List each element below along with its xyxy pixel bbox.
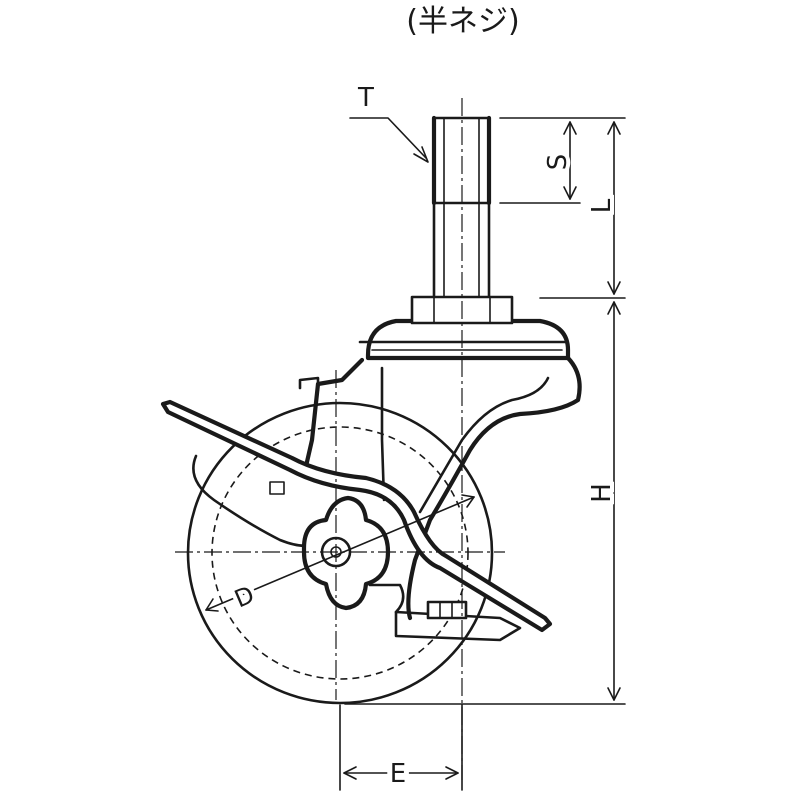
label-L: L — [587, 198, 617, 213]
brake-lever — [160, 399, 553, 633]
label-H: H — [587, 483, 617, 503]
axle-hub — [301, 495, 391, 611]
dimension-lines — [205, 117, 626, 791]
drawing-title: (半ネジ) — [406, 4, 519, 39]
dimension-labels: T S L H D E — [226, 83, 621, 794]
wheel — [186, 401, 494, 705]
label-T: T — [357, 83, 374, 113]
center-lines — [175, 98, 505, 780]
label-D: D — [230, 580, 258, 613]
label-E: E — [390, 759, 406, 789]
label-S: S — [543, 154, 573, 171]
